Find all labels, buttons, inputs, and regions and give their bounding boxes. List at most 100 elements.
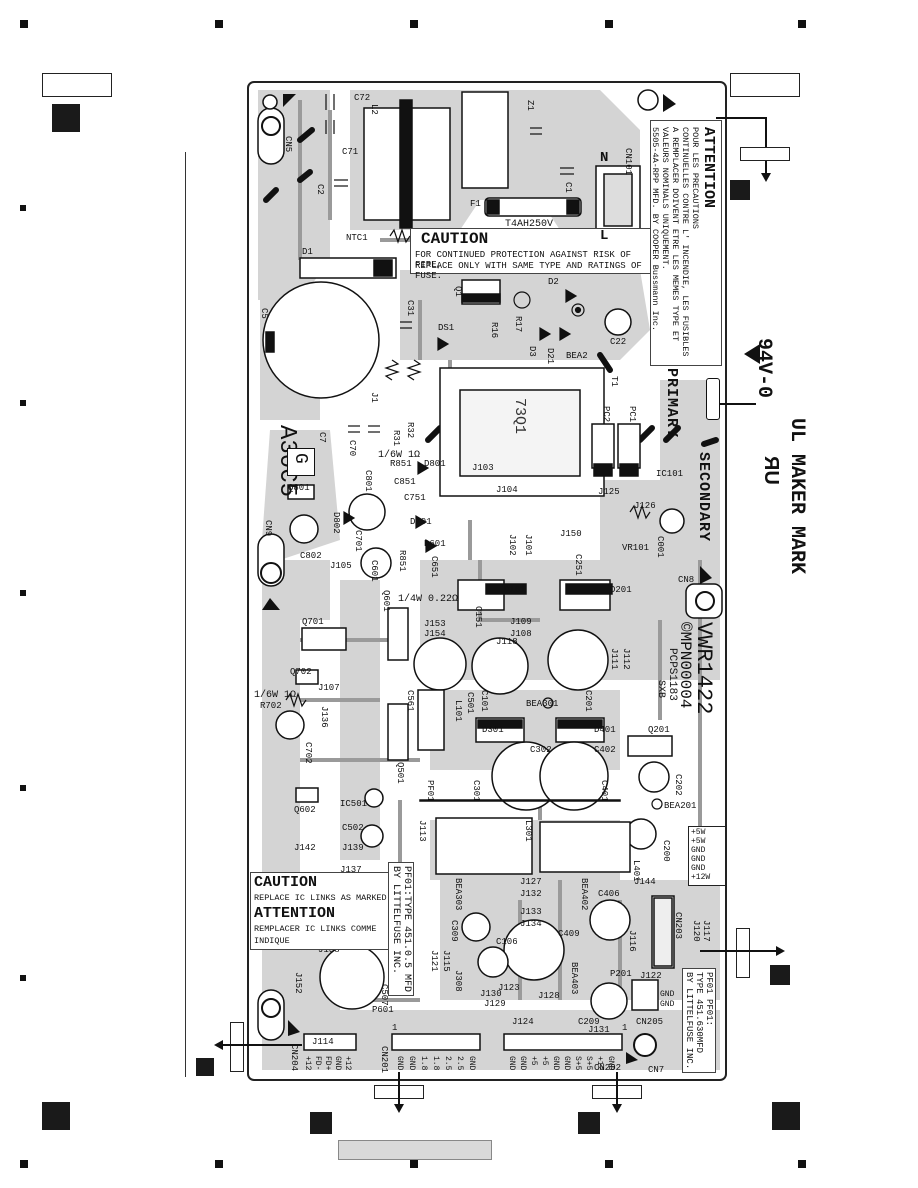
label-r702: R702 [260,701,282,711]
label-c101: C101 [479,690,489,712]
ic-attention-text: REMPLACER IC LINKS COMME [254,924,377,934]
label-j115: J115 [441,950,451,972]
pf01-note-line: TYPE 451.630MFD [694,972,704,1054]
callout-line [616,1072,618,1108]
label-j112: J112 [621,648,631,670]
footer-bar [338,1140,492,1160]
label-c309: C309 [449,920,459,942]
label-cn203: CN203 [673,912,683,939]
mounting-holes [257,89,723,1064]
line-marking: L [600,228,609,244]
label-j1: J1 [369,392,379,403]
pf01-note-line: PF01:TYPE 451.0.5 MFD [401,866,412,993]
label-c502: C502 [342,823,364,833]
secondary-label: SECONDARY [695,452,712,543]
label-c501: C501 [465,692,475,714]
cn203-pin: +5W [691,828,706,837]
label-bea402: BEA402 [579,878,589,910]
label-j107: J107 [318,683,340,693]
label-j124: J124 [512,1017,534,1027]
label-j121: J121 [429,950,439,972]
label-c22: C22 [610,337,626,347]
label-c406: C406 [598,889,620,899]
neutral-marking: N [600,150,609,166]
label-c402: C402 [594,745,616,755]
fuse-attention-line: CONTINUELLES CONTRE L' INCENDIE, LES FUS… [680,127,690,357]
registration-mark [215,1160,223,1168]
label-d301: D301 [482,725,504,735]
label-c209: C209 [578,1017,600,1027]
label-ic501: IC501 [340,799,367,809]
label-q1: Q1 [453,286,463,297]
label-c409: C409 [558,929,580,939]
label-j150: J150 [560,529,582,539]
callout-line [222,1044,302,1046]
cn203-pin: GND [691,864,706,873]
label-c106: C106 [496,937,518,947]
label-r31: R31 [391,430,401,446]
pf01-note-line: BY LITTELFUSE INC. [390,866,401,975]
ic-caution-box: CAUTION REPLACE IC LINKS AS MARKED ATTEN… [250,872,392,950]
callout-line [700,950,780,952]
registration-mark [20,205,26,211]
cn201-pin: GND [467,1056,476,1071]
callout-arrow-icon [776,946,785,956]
connector-pin-labels: +12 FD- FD+ GND +12 GND GND 1.8 1.8 2.5 … [303,990,675,1071]
reference-designators: C72 Z1 L2 CN5 C71 C2 C1 CN101 F1 NTC1 D1… [259,93,711,1075]
label-q801: Q801 [288,483,310,493]
cn205-pin: GND [660,990,675,999]
primary-label: PRIMARY [663,368,680,439]
cn203-pin: GND [691,855,706,864]
label-j142: J142 [294,843,316,853]
label-l401: L401 [631,860,641,882]
label-q501: Q501 [395,762,405,784]
label-j105: J105 [330,561,352,571]
cn204-pin: +12 [343,1056,352,1071]
label-bea2: BEA2 [566,351,588,361]
label-cn202: CN202 [594,1063,621,1073]
label-cn201: CN201 [379,1046,389,1073]
label-j104: J104 [496,485,518,495]
fuse-caution-text-1: FOR CONTINUED PROTECTION AGAINST RISK OF… [415,250,632,270]
label-c751: C751 [404,493,426,503]
label-j129: J129 [484,999,506,1009]
label-cn9: CN9 [263,520,273,536]
cn203-pin: GND [691,846,706,855]
fuse-caution-box: CAUTION FOR CONTINUED PROTECTION AGAINST… [410,228,652,281]
header-box-right [730,73,800,97]
registration-mark [20,20,28,28]
label-j117: J117 [701,920,711,942]
label-d601: D601 [424,539,446,549]
label-j139: J139 [342,843,364,853]
resistor-note: 1/6W 1Ω [378,450,421,461]
label-c72: C72 [354,93,370,103]
callout-arrow-icon [612,1104,622,1113]
registration-mark [215,20,223,28]
label-l101: L101 [453,700,463,722]
label-j128: J128 [538,991,560,1001]
label-d21: D21 [545,348,555,364]
cn202-pin: GND [551,1056,560,1071]
cn201-pin: 2.5 [455,1056,464,1071]
transformer-marking: 73Q1 [511,398,528,435]
label-bea403: BEA403 [569,962,579,994]
label-j120: J120 [691,920,701,942]
label-d2: D2 [548,277,559,287]
callout-line [398,1072,400,1108]
label-j133: J133 [520,907,542,917]
bottom-marker [42,1102,70,1130]
label-pc2: PC2 [601,406,611,422]
label-j308: J308 [453,970,463,992]
header-marker-left [52,104,80,132]
label-p601: P601 [372,1005,394,1015]
registration-mark [798,1160,806,1168]
ul-maker-mark: UL MAKER MARK [785,418,808,575]
cn201-pin: GND [395,1056,404,1071]
components [262,91,685,1051]
ic-attention-text: INDIQUE [254,936,290,946]
label-pf01: PF01 [425,780,435,802]
label-c601: C601 [369,560,379,582]
label-j144: J144 [634,877,656,887]
registration-mark [410,20,418,28]
cn202-pin: +5 [540,1056,549,1066]
